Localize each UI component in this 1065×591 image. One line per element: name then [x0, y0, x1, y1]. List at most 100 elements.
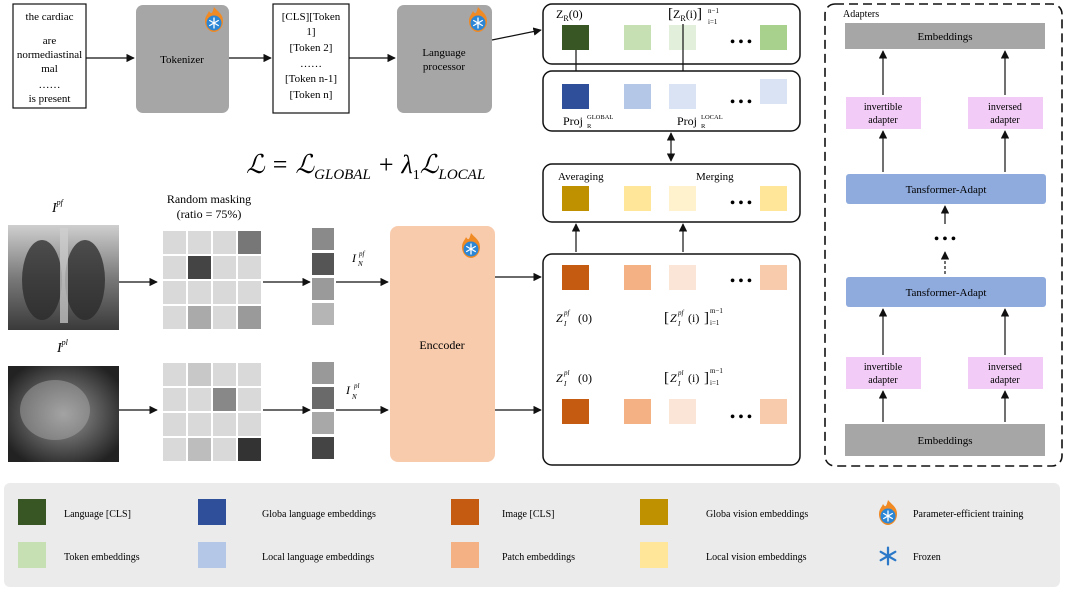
adapters-panel: Adapters Embeddings invertible adapter i… — [824, 3, 1063, 467]
masked-patch — [188, 231, 211, 254]
masked-lat-sup: pl — [353, 382, 360, 390]
visible-patch — [238, 231, 261, 254]
masked-patch — [163, 413, 186, 436]
xray-lat-label: Ipl — [56, 338, 69, 356]
patch-embedding-square — [669, 265, 696, 290]
pf-cls-label: Z — [556, 311, 563, 325]
masked-pa-sup: pf — [358, 250, 366, 258]
tokenizer-label: Tokenizer — [160, 54, 204, 66]
masked-patch — [213, 256, 236, 279]
patch-embedding-square — [624, 399, 651, 424]
token-line: [Token n-1] — [285, 73, 337, 85]
local-lang-square — [669, 84, 696, 109]
masked-patch — [188, 281, 211, 304]
text-input-box: the cardiac are normediastinal mal …… is… — [12, 3, 87, 109]
projection-local-sup: LOCAL — [701, 114, 723, 121]
pl-tok-sub: I — [677, 380, 681, 388]
language-processor-label: processor — [423, 61, 465, 73]
arrow — [491, 27, 542, 41]
merging-label: Merging — [696, 171, 734, 183]
pf-tok-lower: i=1 — [710, 319, 720, 327]
legend-swatch — [18, 542, 46, 568]
language-processor-label: Language — [422, 47, 465, 59]
legend-swatch — [18, 499, 46, 525]
language-processor-block: Language processor — [397, 5, 492, 113]
pf-tok-bracket-open: [ — [664, 310, 669, 326]
tokenizer-block: Tokenizer — [136, 5, 229, 113]
tokens-box: [CLS][Token 1] [Token 2] …… [Token n-1] … — [272, 3, 350, 114]
adapter-label: adapter — [868, 115, 898, 126]
text-cls-embedding-label: ZR(0) — [556, 7, 583, 23]
adapter-label: adapter — [868, 375, 898, 386]
masked-patch — [163, 438, 186, 461]
legend-label: Token embeddings — [64, 552, 140, 563]
pl-cls-sub: I — [563, 380, 567, 388]
adapter-label: adapter — [990, 115, 1020, 126]
token-embedding-square — [760, 25, 787, 50]
masked-pa-sub: N — [357, 260, 363, 268]
masked-patch — [213, 438, 236, 461]
ellipsis: • • • — [730, 410, 752, 425]
ellipsis: • • • — [730, 274, 752, 289]
adapter-invertible-top — [846, 97, 921, 129]
pl-tok-bracket-close: ] — [704, 370, 709, 386]
text-input-line: normediastinal — [17, 49, 82, 61]
xray-lat-group: Ipl — [8, 338, 119, 462]
text-input-line: mal — [41, 63, 58, 75]
masked-grid-lat — [163, 363, 261, 461]
adapter-label: invertible — [864, 102, 903, 113]
visible-patches-pa — [312, 228, 334, 325]
legend-swatch — [640, 499, 668, 525]
masked-patch — [238, 413, 261, 436]
image-embeddings-box: • • • Z pf I (0) [ Z pf I (i) ] m−1 i=1 … — [542, 253, 801, 466]
projection-global-sup: GLOBAL — [587, 114, 613, 121]
patch-embedding-square — [624, 265, 651, 290]
visible-patch — [188, 306, 211, 329]
text-token-lower-index: i=1 — [708, 18, 718, 26]
pf-tok-sup: pf — [677, 309, 685, 317]
masked-patch — [213, 306, 236, 329]
legend-label: Local language embeddings — [262, 552, 374, 563]
local-lang-square — [624, 84, 651, 109]
ellipsis: • • • — [730, 196, 752, 211]
masked-patch — [238, 388, 261, 411]
visible-patch — [188, 438, 211, 461]
adapter-label: adapter — [990, 375, 1020, 386]
masked-patch — [213, 281, 236, 304]
local-vision-square — [760, 186, 787, 211]
masked-lat-label: I — [345, 383, 351, 397]
image-cls-square — [562, 399, 589, 424]
averaging-label: Averaging — [558, 171, 604, 183]
pf-tok-label: Z — [670, 311, 677, 325]
masked-patch — [238, 281, 261, 304]
masked-patch — [163, 306, 186, 329]
image-cls-square — [562, 265, 589, 290]
visible-patch — [188, 363, 211, 386]
token-line: [CLS][Token — [282, 11, 341, 23]
legend-swatch — [198, 499, 226, 525]
patch-embedding-square — [760, 399, 787, 424]
masked-patch — [163, 281, 186, 304]
loss-formula: ℒ=ℒGLOBAL+λ1ℒLOCAL — [246, 150, 485, 183]
masked-patch — [163, 231, 186, 254]
loss-equation: ℒ=ℒGLOBAL+λ1ℒLOCAL — [246, 150, 485, 183]
legend-label: Local vision embeddings — [706, 552, 807, 563]
pl-tok-label: Z — [670, 371, 677, 385]
masked-lat-sub: N — [351, 393, 357, 401]
legend-label: Globa vision embeddings — [706, 509, 808, 520]
token-line: …… — [300, 58, 322, 70]
local-vision-square — [624, 186, 651, 211]
transformer-adapt-upper — [846, 174, 1046, 204]
adapters-bottom-embeddings — [845, 424, 1045, 456]
adapters-top-embeddings — [845, 23, 1045, 49]
ellipsis: • • • — [730, 95, 752, 110]
visible-patches-lat — [312, 362, 334, 459]
local-vision-square — [669, 186, 696, 211]
legend-label: Parameter-efficient training — [913, 509, 1023, 520]
masked-patch — [188, 413, 211, 436]
token-embedding-square — [624, 25, 651, 50]
legend-label: Language [CLS] — [64, 509, 131, 520]
global-vision-square — [562, 186, 589, 211]
masking-title: Random masking — [167, 192, 251, 206]
text-token-embedding-label: [ZR(i)] — [668, 6, 702, 23]
